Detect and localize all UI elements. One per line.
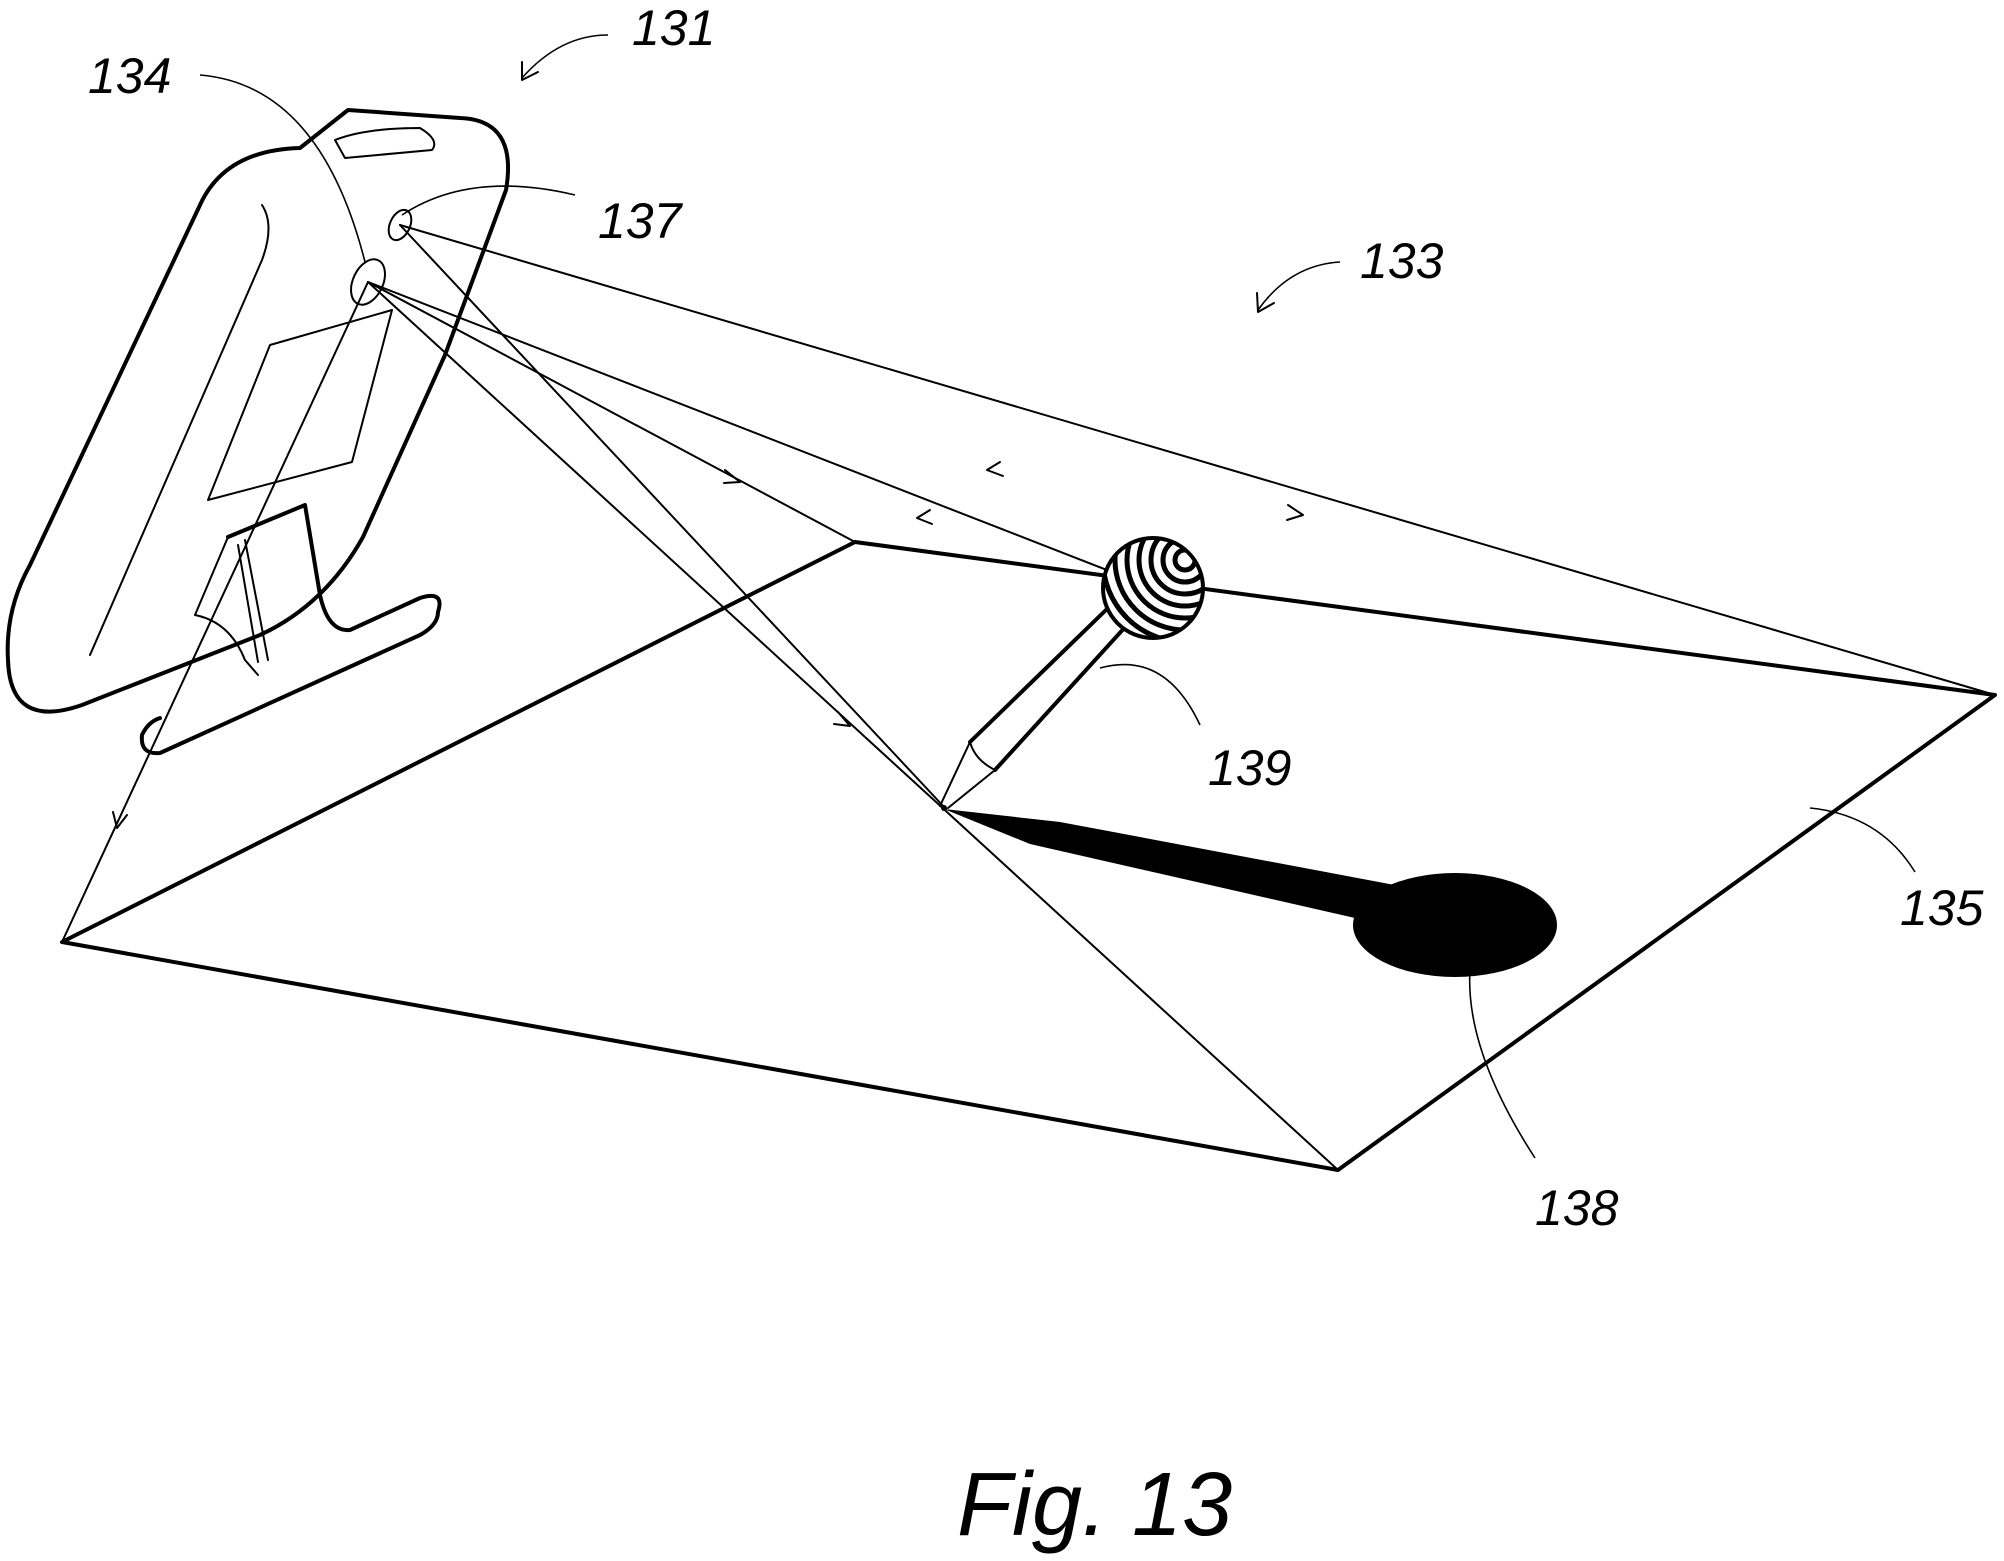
figure-caption: Fig. 13 (957, 1455, 1232, 1555)
arrow-down-left-icon (112, 811, 128, 829)
label-134: 134 (88, 48, 171, 104)
arrow-left-icon (986, 461, 1004, 477)
ray-arrows (112, 461, 1304, 829)
stylus-shadow (944, 809, 1557, 977)
label-138: 138 (1535, 1180, 1619, 1236)
arrow-right-icon (723, 469, 741, 484)
label-135: 135 (1900, 880, 1984, 936)
label-137: 137 (598, 193, 684, 249)
leader-lines (199, 34, 1916, 1159)
arrow-left-icon (916, 509, 933, 525)
device-stand (139, 503, 442, 756)
projection-surface (60, 540, 1997, 1172)
handheld-device (5, 108, 511, 714)
arrow-pointer-icon (1256, 292, 1275, 313)
arrow-down-right-icon (833, 711, 851, 727)
label-139: 139 (1208, 740, 1291, 796)
arrow-pointer-icon (521, 61, 539, 81)
optical-rays (61, 224, 1996, 1171)
label-131: 131 (632, 0, 715, 56)
reference-labels: 131 134 137 133 139 135 138 (88, 0, 1984, 1236)
arrow-right-icon (1286, 504, 1304, 521)
label-133: 133 (1360, 233, 1444, 289)
projector-lens (387, 208, 413, 242)
